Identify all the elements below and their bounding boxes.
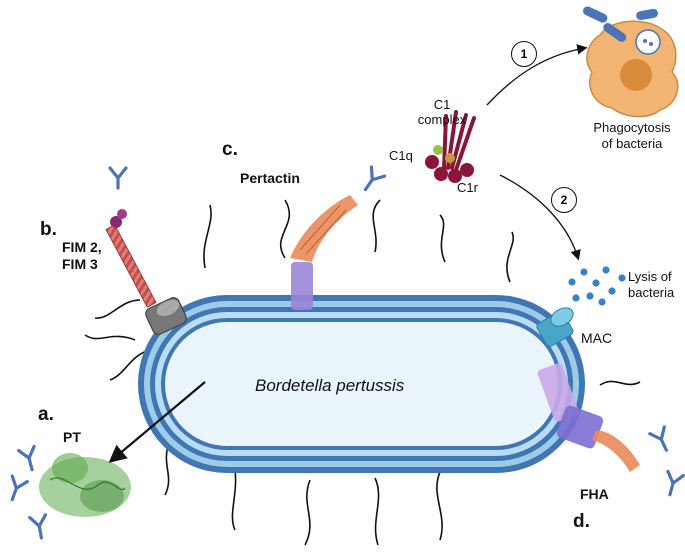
label-lysis-line2: bacteria xyxy=(628,285,675,300)
antibody-icon xyxy=(108,166,128,190)
arrow-pt-release xyxy=(108,381,206,463)
phagocyte-icon xyxy=(583,6,679,118)
bacterium-cell xyxy=(138,295,585,473)
pt-toxin-icon xyxy=(39,453,131,517)
fha-icon xyxy=(537,363,640,472)
label-phagocytosis-line1: Phagocytosis xyxy=(593,120,671,135)
antibody-icon xyxy=(363,165,387,192)
antibodies xyxy=(10,165,685,540)
label-c1-complex-line2: complex xyxy=(417,112,467,127)
step-2-badge: 2 xyxy=(551,187,577,213)
arrow-to-lysis xyxy=(499,174,581,261)
c1-complex-icon xyxy=(425,110,476,183)
label-d-letter: d. xyxy=(573,511,590,532)
antibody-icon xyxy=(17,444,36,472)
label-c1q: C1q xyxy=(389,148,413,163)
antibody-icon xyxy=(666,469,685,497)
arrow-to-phagocytosis xyxy=(486,44,588,106)
label-c-letter: c. xyxy=(222,139,238,160)
label-b-letter: b. xyxy=(40,219,57,240)
label-phagocytosis-line2: of bacteria xyxy=(601,136,663,151)
label-pertactin: Pertactin xyxy=(240,170,300,186)
antibody-icon xyxy=(28,513,48,540)
arrows xyxy=(108,44,588,463)
mac-pore-icon xyxy=(536,307,574,347)
label-c1-complex-line1: C1 xyxy=(433,97,451,112)
label-mac: MAC xyxy=(581,330,613,346)
pertactin-icon xyxy=(290,195,358,310)
label-fim-line2: FIM 3 xyxy=(62,256,98,272)
label-fha: FHA xyxy=(580,486,609,502)
label-lysis-line1: Lysis of xyxy=(628,269,672,284)
surface-filaments xyxy=(84,199,641,546)
fimbriae-icon xyxy=(105,209,187,335)
organism-label: Bordetella pertussis xyxy=(255,376,405,395)
label-fim-line1: FIM 2, xyxy=(62,239,102,255)
label-pt: PT xyxy=(63,429,81,445)
label-c1r: C1r xyxy=(457,180,478,195)
lysis-dots xyxy=(568,266,626,306)
label-a-letter: a. xyxy=(38,404,54,425)
antibody-icon xyxy=(648,425,668,452)
antibody-icon xyxy=(10,474,29,502)
step-1-badge: 1 xyxy=(511,41,537,67)
